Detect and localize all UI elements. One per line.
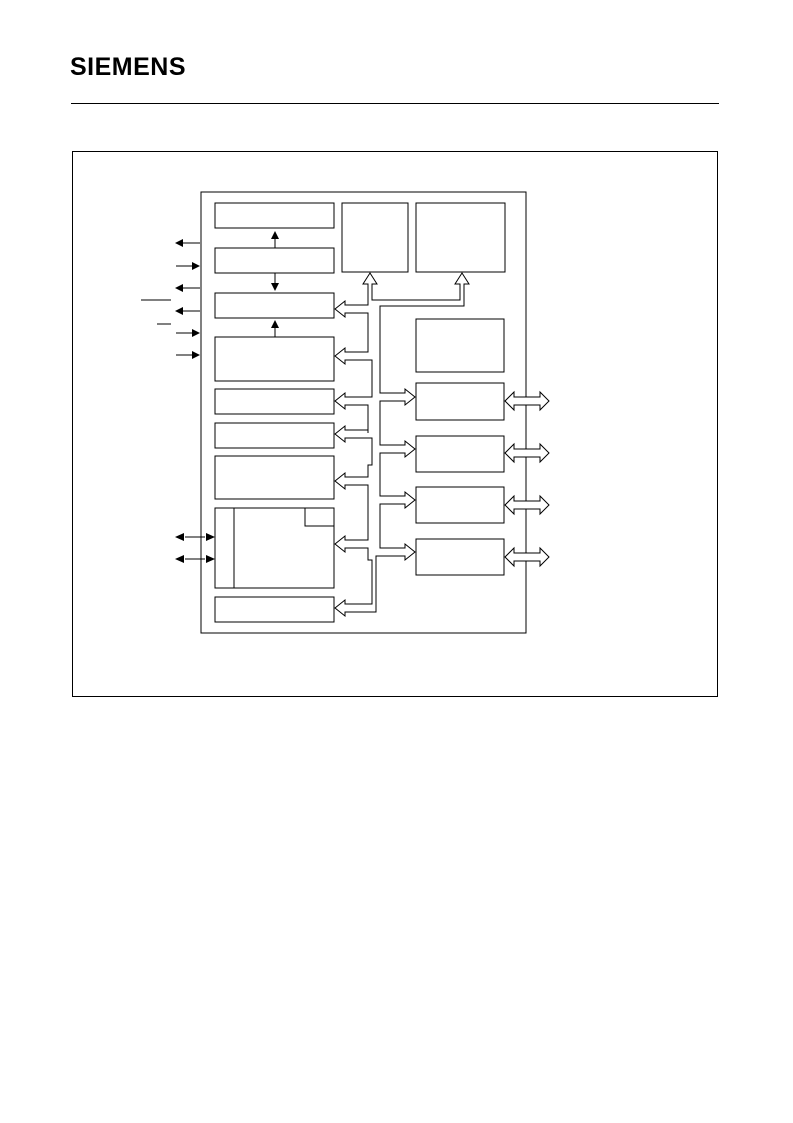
block-rom: [415, 202, 506, 273]
pin-bidir-serial-2-head-l: [175, 555, 184, 563]
port-0-ext-arrow: [504, 390, 550, 412]
chip-outline: [200, 191, 527, 634]
block-oscillator: [214, 202, 335, 229]
port-2-ext-arrow: [504, 494, 550, 516]
block-ad-converter: [415, 318, 505, 373]
pin-bidir-serial-1-head-r: [206, 533, 215, 541]
block-timer-2: [214, 422, 335, 449]
block-timer-1: [214, 388, 335, 415]
figure-frame: [72, 151, 718, 697]
block-port-0: [415, 382, 505, 421]
block-interrupt: [214, 455, 335, 500]
pin-bidir-serial-1-head-l: [175, 533, 184, 541]
block-port-3: [415, 538, 505, 576]
block-ram: [341, 202, 409, 273]
port-3-ext-arrow: [504, 546, 550, 568]
block-port-2: [415, 486, 505, 524]
port-1-ext-arrow: [504, 442, 550, 464]
block-serial-unit: [214, 507, 335, 589]
block-reset-control: [214, 292, 335, 319]
block-watchdog: [214, 596, 335, 623]
internal-bus: [334, 272, 470, 618]
block-cpu: [214, 336, 335, 382]
serial-corner-box: [304, 508, 334, 527]
header-rule: [71, 103, 719, 104]
siemens-logo: SIEMENS: [70, 53, 187, 81]
block-port-1: [415, 435, 505, 473]
pin-bidir-serial-2-head-r: [206, 555, 215, 563]
block-clock: [214, 247, 335, 274]
